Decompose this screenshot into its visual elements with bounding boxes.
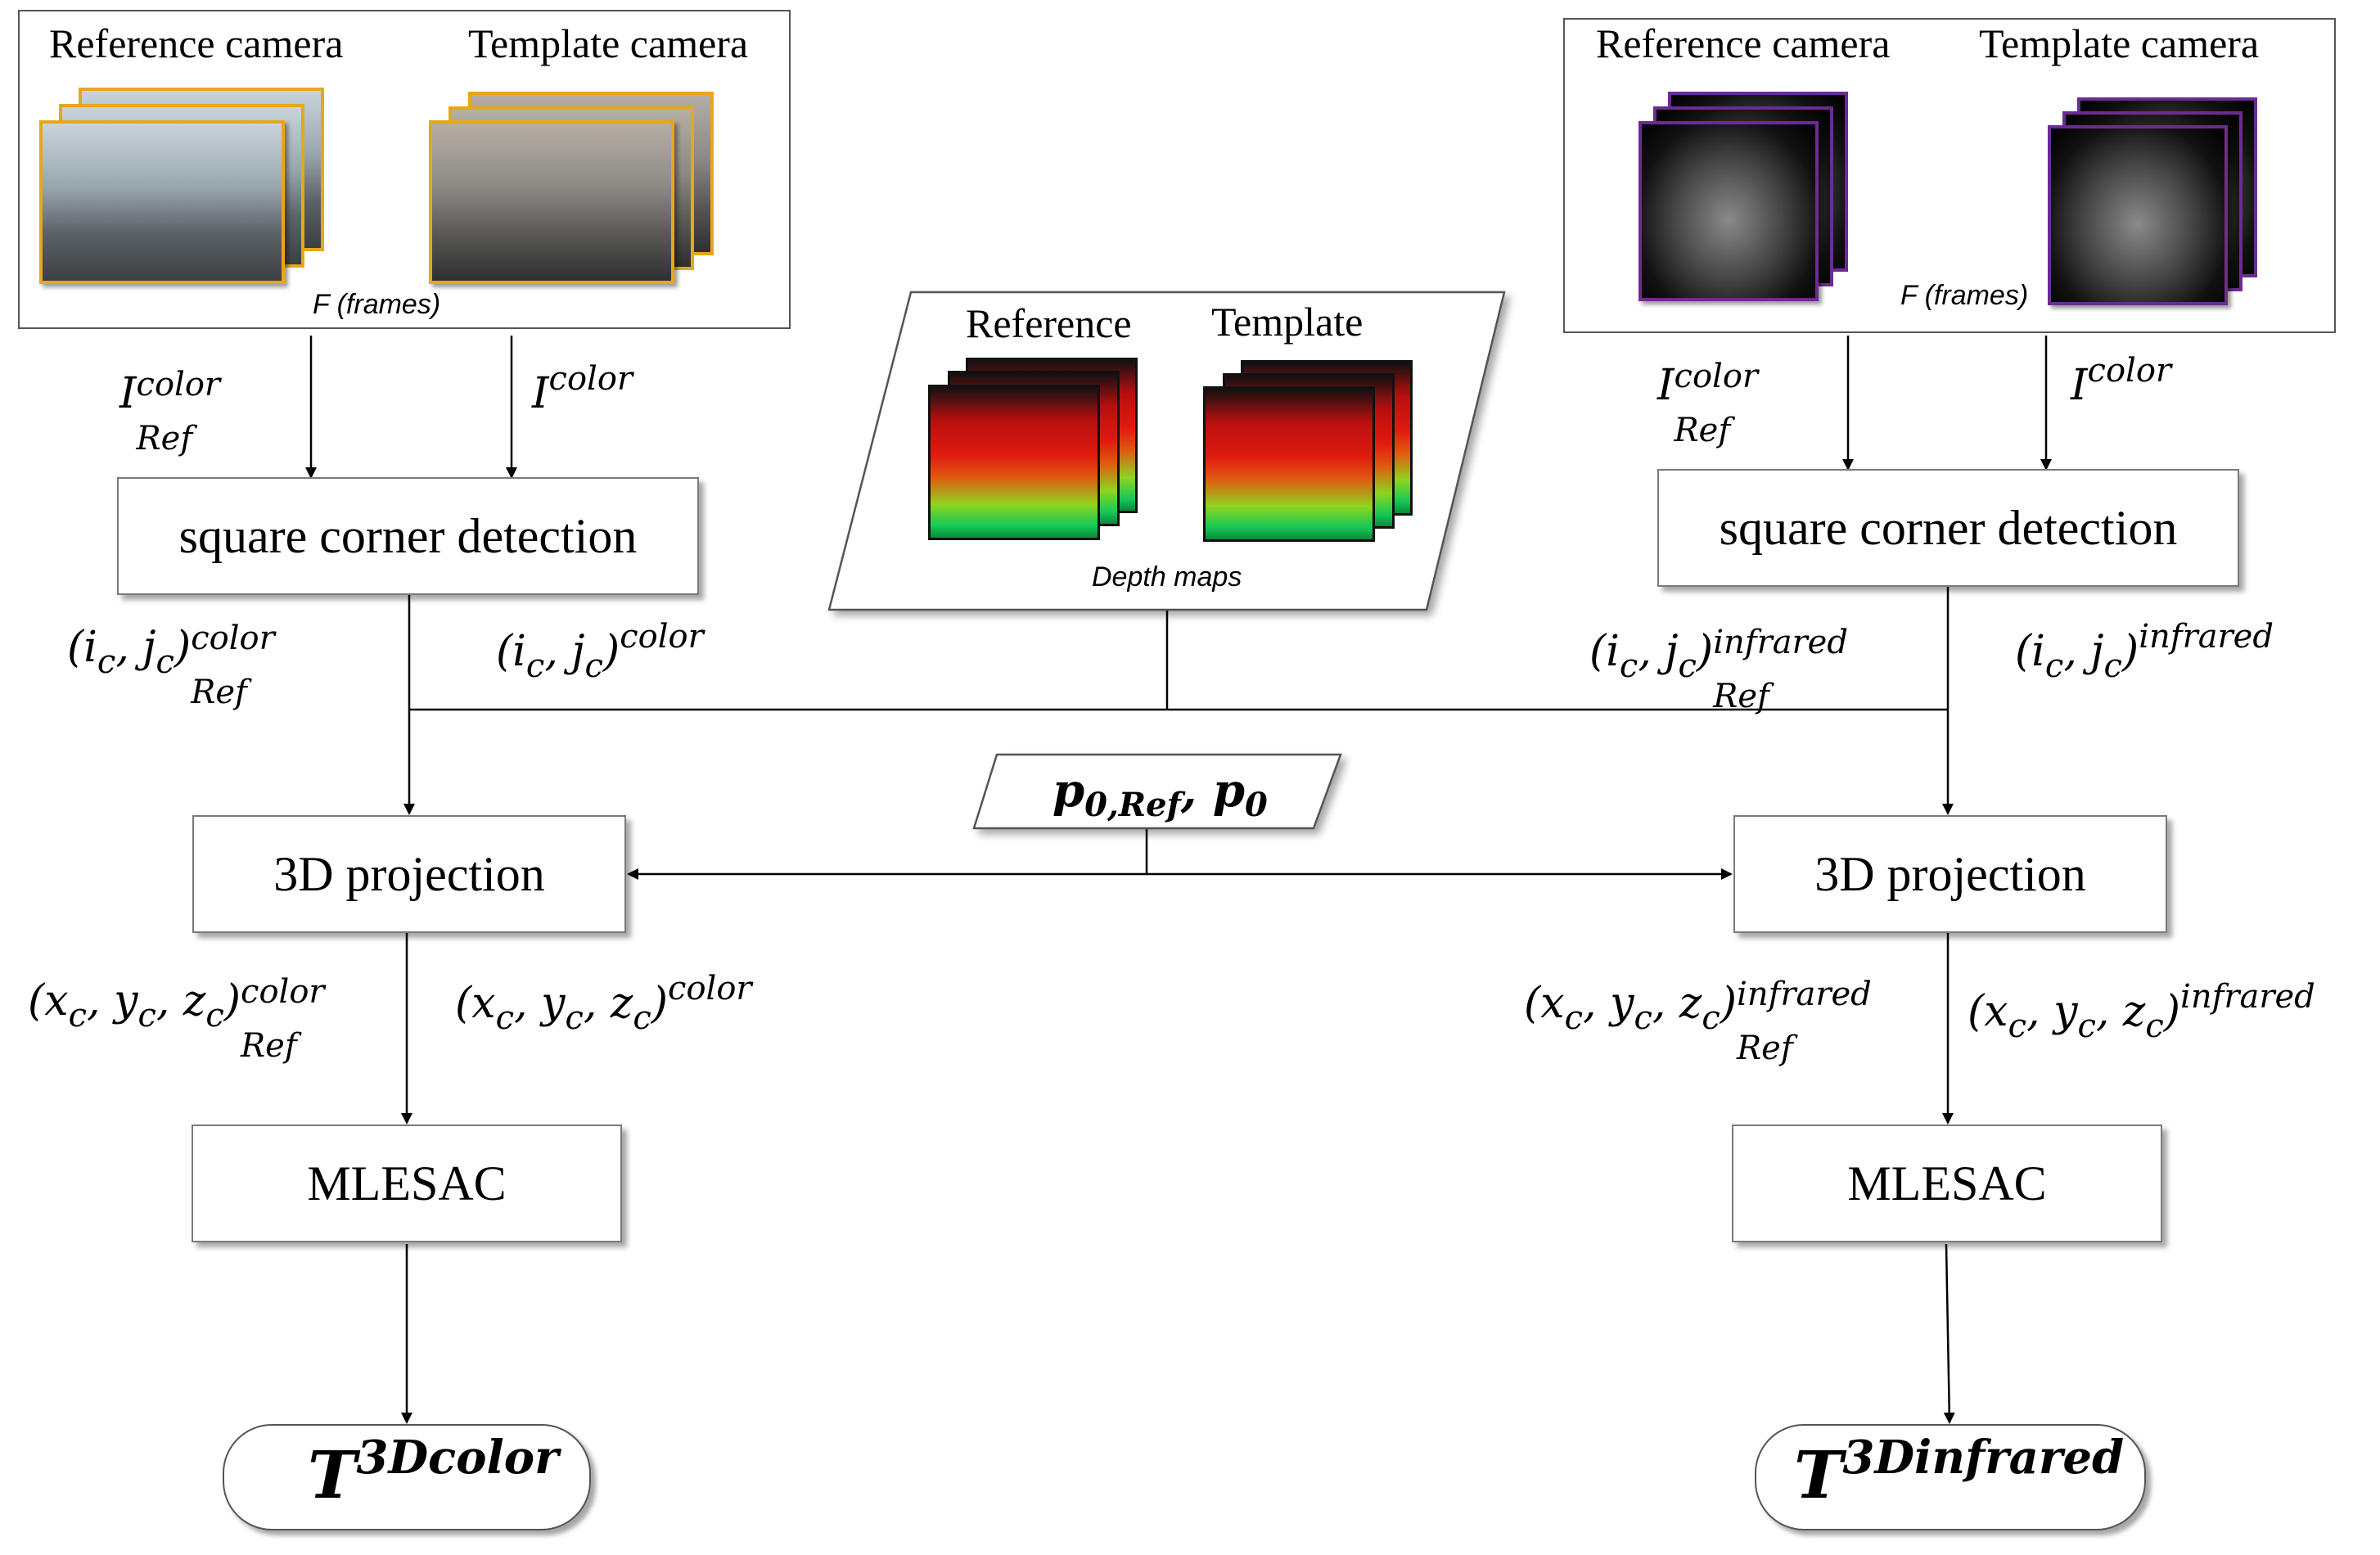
depth-reference-label: Reference bbox=[966, 300, 1132, 346]
right-3d-projection-label: 3D projection bbox=[1814, 846, 2086, 901]
sub: Ref bbox=[1674, 412, 1731, 449]
sub: Ref bbox=[136, 420, 193, 457]
left-3d-projection-label: 3D projection bbox=[273, 846, 545, 901]
left-camera-panel: Reference camera Template camera F (fram… bbox=[18, 10, 791, 329]
right-camera-panel: Reference camera Template camera F (fram… bbox=[1563, 18, 2336, 333]
sup: color bbox=[191, 620, 275, 657]
sup: infrared bbox=[1737, 976, 1872, 1013]
left-tpl-frame-1 bbox=[429, 120, 674, 284]
right-result-terminal bbox=[1755, 1424, 2146, 1530]
right-proj-out-tpl: (xc, yc, zc)infrared bbox=[1968, 978, 2315, 1045]
depth-tpl-frame-1 bbox=[1203, 386, 1375, 542]
depth-template-label: Template bbox=[1211, 299, 1364, 345]
right-frames-caption: F (frames) bbox=[1900, 280, 2029, 311]
param-shape bbox=[972, 753, 1342, 830]
left-result-terminal bbox=[223, 1424, 591, 1530]
depth-maps-caption: Depth maps bbox=[1092, 561, 1242, 593]
sub: Ref bbox=[1713, 678, 1769, 715]
sup: color bbox=[136, 366, 221, 403]
left-corner-detection-label: square corner detection bbox=[178, 508, 638, 563]
sub: Ref bbox=[1737, 1030, 1793, 1067]
arrow-right-mlesac-to-result bbox=[1943, 1243, 1955, 1424]
left-mlesac-label: MLESAC bbox=[307, 1156, 507, 1210]
sub: Ref bbox=[241, 1027, 297, 1065]
right-corner-out-tpl: (ic, jc)infrared bbox=[2015, 618, 2274, 685]
right-3d-projection-box: 3D projection bbox=[1733, 815, 2167, 933]
right-mlesac-label: MLESAC bbox=[1847, 1156, 2047, 1210]
right-reference-camera-label: Reference camera bbox=[1596, 20, 1891, 66]
right-mlesac-box: MLESAC bbox=[1732, 1125, 2162, 1242]
left-result-label: T3Dcolor bbox=[308, 1431, 559, 1513]
sub: Ref bbox=[191, 674, 247, 711]
sup: infrared bbox=[1713, 624, 1848, 661]
right-ref-frame-1 bbox=[1639, 121, 1819, 301]
left-corner-out-tpl: (ic, jc)color bbox=[496, 618, 704, 685]
right-result-label: T3Dinfrared bbox=[1794, 1431, 2125, 1513]
left-proj-out-tpl: (xc, yc, zc)color bbox=[455, 970, 752, 1037]
right-corner-detection-box: square corner detection bbox=[1657, 469, 2239, 587]
right-input-tpl-label: Icolor bbox=[2071, 352, 2172, 410]
param-label: p0,Ref, p0 bbox=[1053, 764, 1268, 824]
left-input-tpl-label: Icolor bbox=[532, 360, 633, 418]
depth-ref-frame-1 bbox=[928, 385, 1100, 540]
left-3d-projection-box: 3D projection bbox=[192, 815, 626, 933]
left-template-camera-label: Template camera bbox=[468, 20, 749, 66]
right-tpl-frame-1 bbox=[2048, 125, 2228, 305]
left-mlesac-box: MLESAC bbox=[192, 1125, 622, 1242]
left-frames-caption: F (frames) bbox=[313, 289, 441, 320]
right-corner-detection-label: square corner detection bbox=[1719, 500, 2178, 555]
sup: color bbox=[241, 973, 325, 1011]
left-reference-camera-label: Reference camera bbox=[49, 20, 344, 66]
left-ref-frame-1 bbox=[39, 120, 285, 284]
right-template-camera-label: Template camera bbox=[1979, 20, 2260, 66]
left-corner-detection-box: square corner detection bbox=[117, 477, 699, 595]
sup: color bbox=[1674, 358, 1759, 395]
